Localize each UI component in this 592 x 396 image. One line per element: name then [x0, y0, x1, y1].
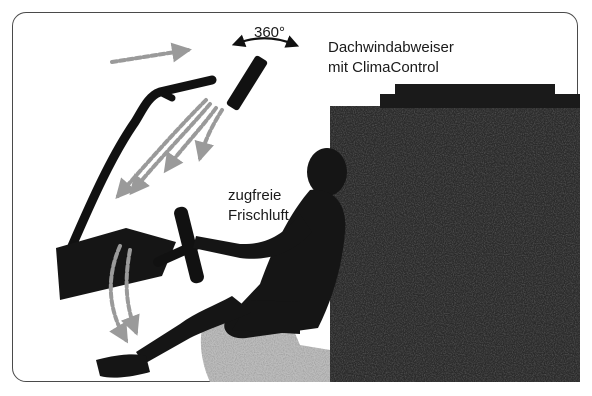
- airflow-label-line2: Frischluft: [228, 206, 289, 226]
- airflow-label: zugfreie Frischluft: [228, 186, 289, 226]
- roof-deflector: [226, 55, 269, 112]
- rotation-label: 360°: [254, 23, 285, 43]
- airflow-label-line1: zugfreie: [228, 186, 289, 206]
- windshield-frame: [72, 80, 212, 246]
- deflector-label-line1: Dachwindabweiser: [328, 38, 454, 58]
- deflector-label-line2: mit ClimaControl: [328, 58, 454, 78]
- deflector-label: Dachwindabweiser mit ClimaControl: [328, 38, 454, 78]
- cab-rear-wall: [330, 84, 580, 382]
